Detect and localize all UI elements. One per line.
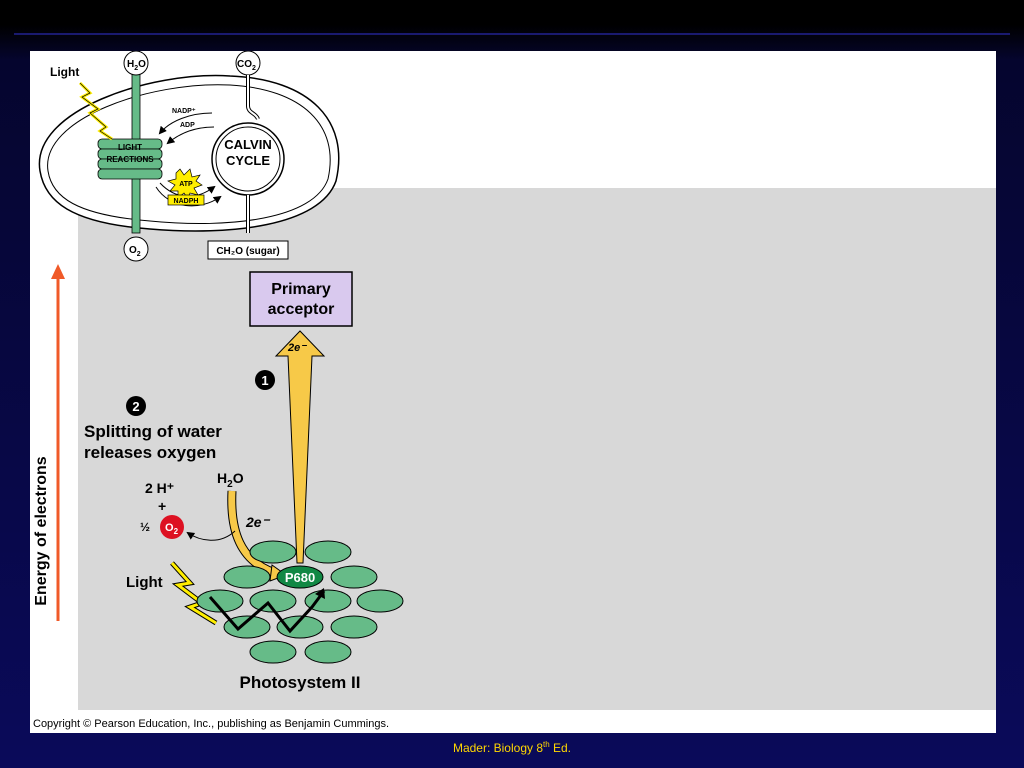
- p680-label: P680: [285, 570, 315, 585]
- calvin-line2: CYCLE: [226, 153, 270, 168]
- water-label: H2O: [217, 470, 244, 490]
- o2-bubble: [123, 236, 149, 262]
- atp-label: ATP: [179, 181, 193, 188]
- splitting-line2: releases oxygen: [84, 443, 216, 462]
- photosystem-diagram: H2O O2 CO2 LIGHT REACTIONS: [33, 51, 404, 692]
- splitting-line1: Splitting of water: [84, 422, 222, 441]
- atp-starburst: [167, 168, 203, 200]
- step-2-badge: [126, 396, 146, 416]
- oxygen-circle: [160, 515, 184, 539]
- light-label: Light: [126, 574, 163, 591]
- primary-acceptor-box: [249, 271, 353, 327]
- nadp-label: NADP⁺: [172, 108, 196, 115]
- primary-acceptor-line2: acceptor: [268, 301, 335, 318]
- water-electron-arrow: [228, 490, 277, 577]
- oxygen-label: O2: [165, 522, 179, 536]
- h2o-top-label: H2O: [127, 59, 146, 72]
- o2-bottom-label: O2: [129, 245, 141, 258]
- half-label: ½: [140, 520, 150, 534]
- protons-label: 2 H⁺: [145, 480, 174, 496]
- light-reactions-stack: LIGHT REACTIONS: [97, 138, 163, 180]
- plus-label: +: [158, 498, 166, 514]
- photosystem-cluster: [196, 540, 404, 664]
- co2-label: CO2: [237, 59, 256, 72]
- electron-up-arrow: [274, 330, 326, 564]
- h2o-bubble: [123, 51, 149, 76]
- copyright-line: Copyright © Pearson Education, Inc., pub…: [33, 718, 390, 730]
- sugar-box: [207, 240, 289, 260]
- calvin-line1: CALVIN: [224, 137, 271, 152]
- energy-transfer-zigzag: [208, 590, 326, 634]
- step-1-badge: [255, 370, 275, 390]
- nadph-label: NADPH: [174, 198, 199, 205]
- light-reactions-line2: REACTIONS: [106, 155, 154, 164]
- p680-reaction-center: [276, 565, 324, 589]
- title-rule: [14, 33, 1010, 35]
- primary-acceptor-line1: Primary: [271, 281, 331, 298]
- energy-axis-label: Energy of electrons: [33, 456, 50, 605]
- inset-light-label: Light: [50, 65, 79, 79]
- nadph-box: [167, 194, 205, 206]
- electrons-mid-label: 2e⁻: [245, 514, 271, 530]
- step-1-label: 1: [261, 373, 268, 388]
- light-bolt: [170, 561, 217, 625]
- chloroplast-outer-membrane: [38, 74, 340, 232]
- sugar-label: CH₂O (sugar): [216, 246, 279, 257]
- oxygen-release-arrow: [186, 530, 236, 541]
- photosystem-label: Photosystem II: [240, 673, 361, 692]
- footer-credit: Mader: Biology 8th Ed.: [452, 740, 572, 755]
- adp-label: ADP: [180, 122, 195, 129]
- electrons-top-label: 2e⁻: [287, 342, 307, 354]
- slide-canvas: H2O O2 CO2 LIGHT REACTIONS: [30, 51, 996, 733]
- light-reactions-line1: LIGHT: [118, 143, 142, 152]
- energy-axis: Energy of electrons: [33, 264, 65, 621]
- step-2-label: 2: [132, 399, 139, 414]
- chloroplast-inset: H2O O2 CO2 LIGHT REACTIONS: [38, 51, 340, 262]
